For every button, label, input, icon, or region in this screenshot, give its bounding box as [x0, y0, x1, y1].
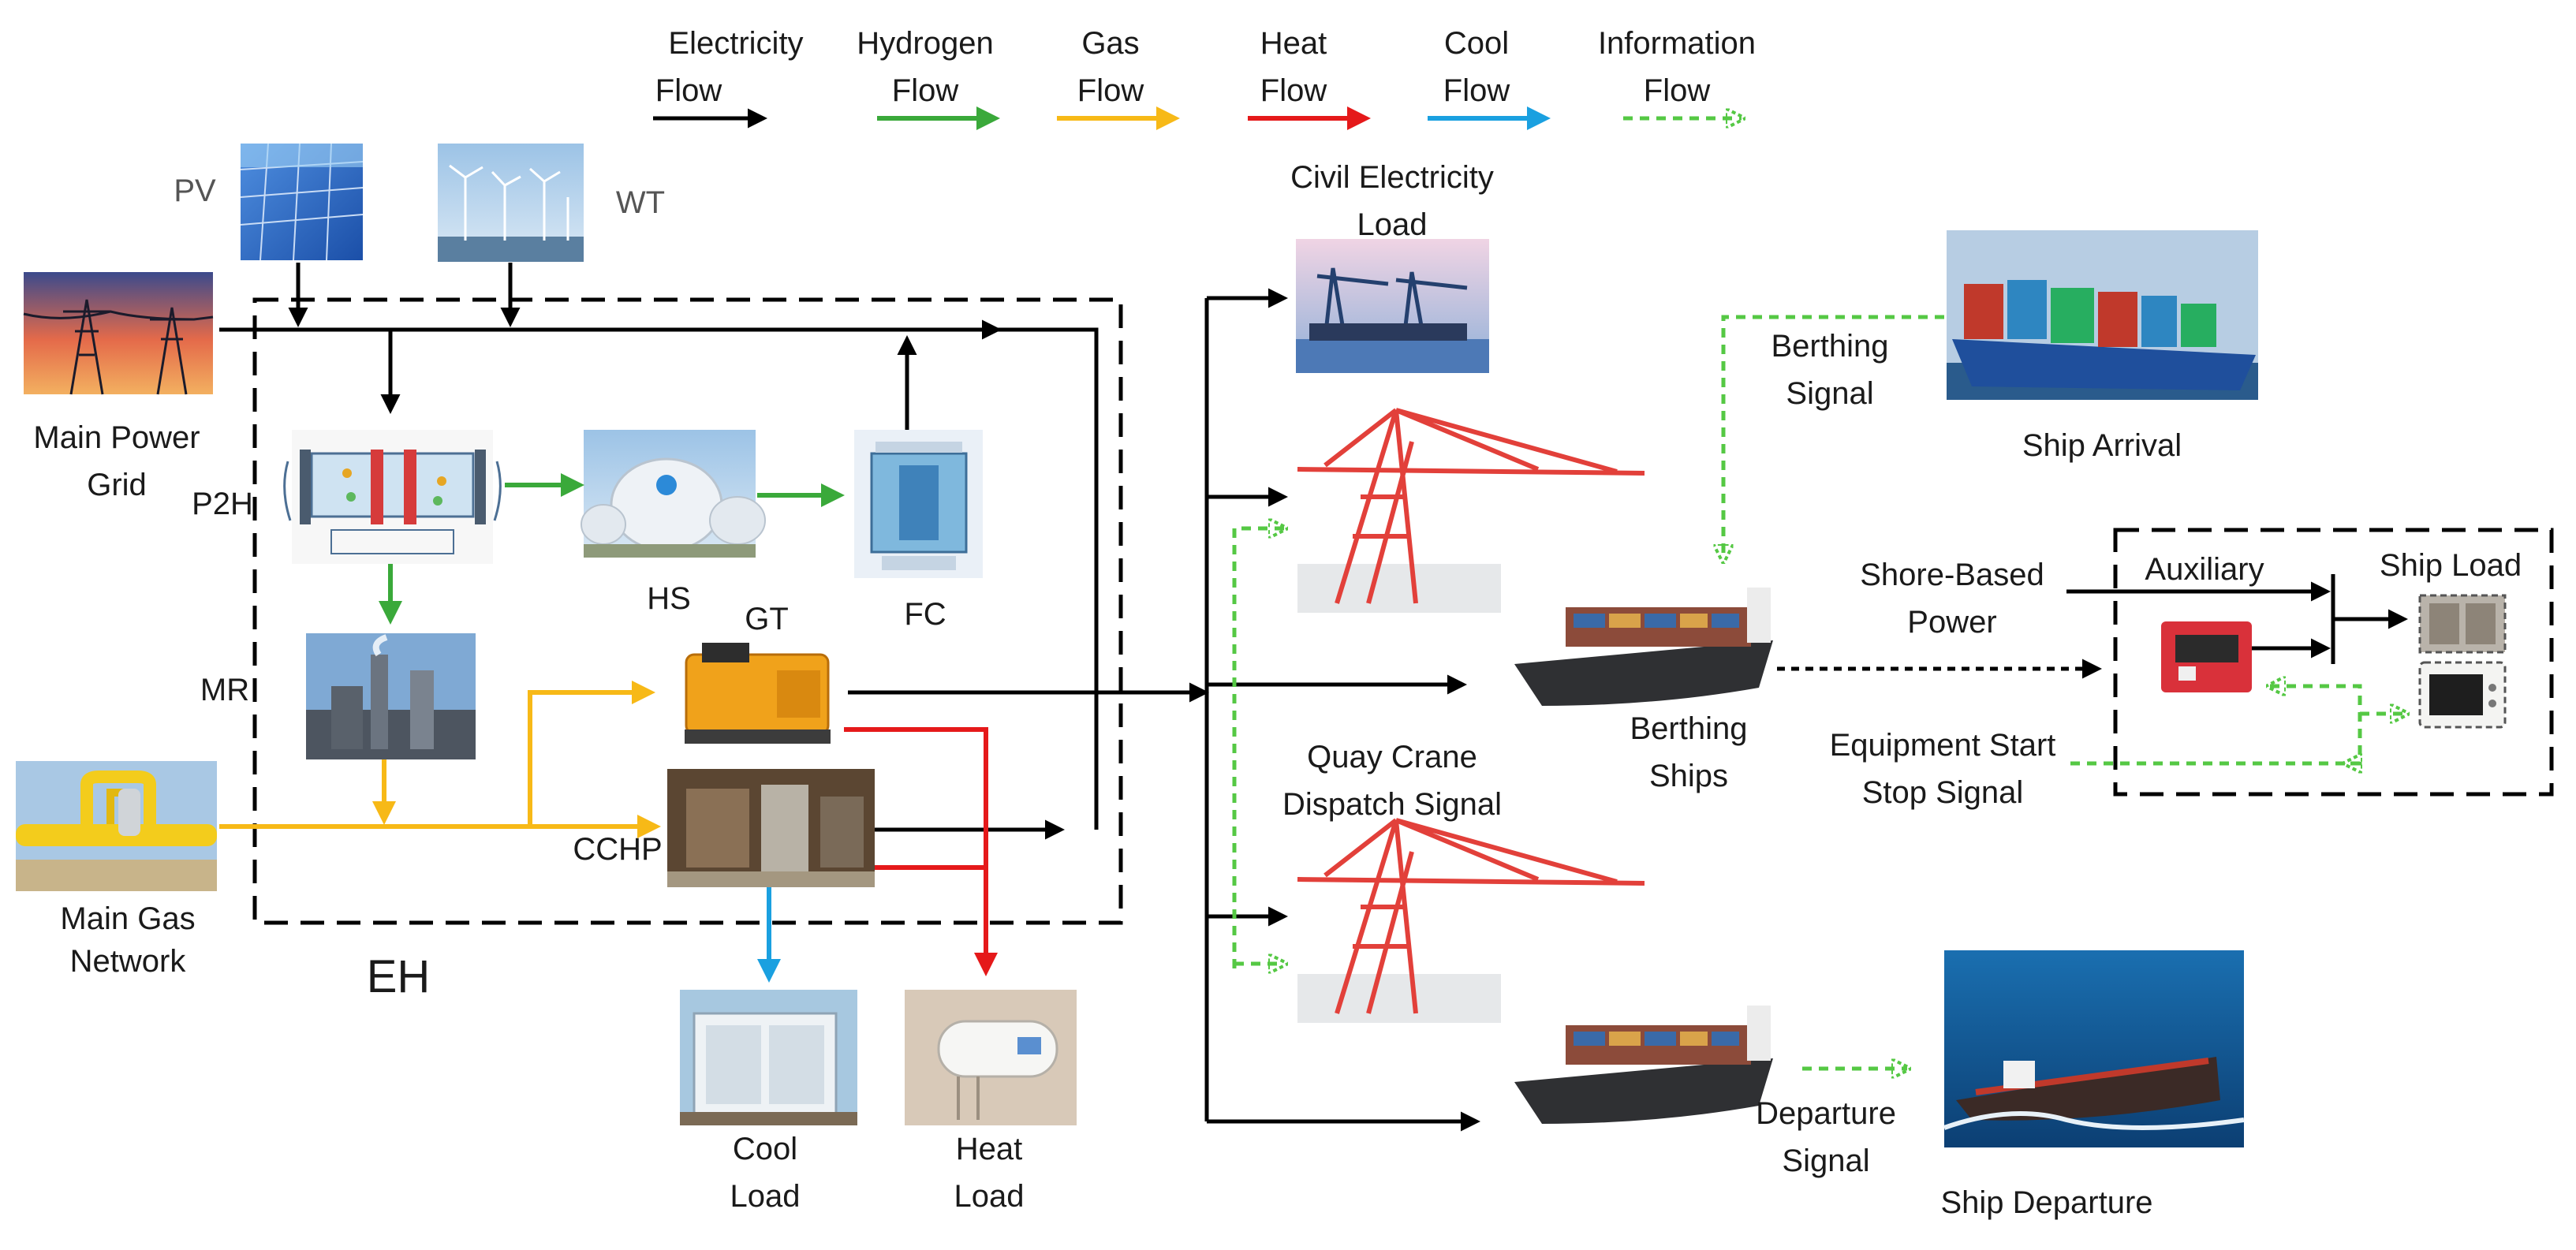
legend: Electricity Flow Hydrogen Flow Gas Flow … — [653, 26, 1756, 118]
main-power-grid-label-1: Main Power — [33, 420, 200, 455]
ship-load-label: Ship Load — [2380, 548, 2522, 583]
ship-arrival-label: Ship Arrival — [2022, 428, 2182, 463]
legend-cool-label-2: Flow — [1443, 73, 1510, 108]
eh-boundary-box — [252, 297, 1123, 925]
information-flows — [1232, 315, 2406, 1069]
auxiliary-unit-image — [2161, 621, 2252, 692]
departure-signal-label-1: Departure — [1756, 1096, 1896, 1131]
mr-label: MR — [200, 673, 249, 707]
equipment-start-stop-signal-label-1: Equipment Start — [1830, 728, 2056, 763]
pv-label: PV — [174, 174, 216, 208]
heat-flows — [844, 727, 998, 976]
auxiliary-label: Auxiliary — [2145, 552, 2264, 587]
legend-heat-label-2: Flow — [1260, 73, 1327, 108]
berthing-ships-label-2: Ships — [1649, 759, 1728, 793]
berthing-ship-1-image — [1514, 588, 1773, 706]
quay-crane-2-image — [1297, 818, 1645, 1023]
cchp-unit-image — [667, 769, 875, 887]
fc-fuel-cell-image — [854, 430, 983, 578]
legend-electricity-label-2: Flow — [655, 73, 722, 108]
main-power-grid-image — [23, 272, 214, 395]
mr-methanation-reactor-image — [306, 633, 476, 759]
berthing-ship-2-image — [1514, 1006, 1773, 1124]
ship-arrival-image — [1947, 230, 2258, 400]
microwave-image — [2418, 661, 2507, 729]
electricity-flows — [219, 263, 2408, 1132]
wind-turbine-image — [438, 144, 584, 262]
legend-gas-label-2: Flow — [1077, 73, 1144, 108]
quay-crane-dispatch-signal-label-1: Quay Crane — [1307, 740, 1477, 774]
hs-label: HS — [647, 581, 691, 616]
quay-crane-1-image — [1297, 408, 1645, 613]
berthing-signal-label-2: Signal — [1786, 376, 1873, 411]
cool-load-image — [680, 990, 857, 1125]
cool-load-label-2: Load — [730, 1179, 801, 1214]
legend-gas-label-1: Gas — [1081, 26, 1139, 61]
legend-information-label-1: Information — [1598, 26, 1756, 61]
ship-departure-image — [1943, 950, 2245, 1147]
legend-electricity-label-1: Electricity — [668, 26, 803, 61]
legend-hydrogen-label-1: Hydrogen — [857, 26, 993, 61]
shore-based-power-label-1: Shore-Based — [1860, 558, 2044, 592]
main-power-bus-line — [219, 327, 1099, 830]
civil-electricity-load-label-2: Load — [1357, 207, 1428, 242]
main-gas-network-label-2: Network — [70, 944, 187, 979]
heat-load-label-1: Heat — [956, 1132, 1023, 1166]
legend-heat-label-1: Heat — [1260, 26, 1327, 61]
heat-load-label-2: Load — [954, 1179, 1025, 1214]
gt-gas-turbine-image — [677, 643, 838, 749]
hydrogen-flows — [379, 473, 845, 625]
legend-hydrogen-label-2: Flow — [892, 73, 959, 108]
pv-panel-image — [240, 143, 364, 261]
berthing-signal-label-1: Berthing — [1771, 329, 1889, 364]
legend-information-label-2: Flow — [1644, 73, 1711, 108]
main-gas-network-label-1: Main Gas — [60, 901, 195, 936]
gas-flows — [219, 681, 661, 838]
ship-load-container-image — [2418, 594, 2507, 654]
shore-based-power-label-2: Power — [1907, 605, 1996, 640]
gt-heat-to-heat-load-arrow — [844, 727, 998, 976]
cool-load-label-1: Cool — [733, 1132, 797, 1166]
departure-signal-label-2: Signal — [1782, 1144, 1869, 1178]
civil-electricity-load-label-1: Civil Electricity — [1290, 160, 1494, 195]
quay-crane-1-signal-arrow — [1232, 528, 1284, 968]
civil-electricity-load-image — [1296, 239, 1489, 373]
berthing-ships-label-1: Berthing — [1630, 711, 1748, 746]
cchp-label: CCHP — [573, 832, 662, 867]
hs-hydrogen-storage-image — [581, 430, 766, 558]
heat-load-image — [905, 990, 1077, 1125]
gas-to-gt-arrow — [219, 681, 655, 829]
berthing-signal-arrow — [1723, 315, 1944, 560]
ship-load-boundary-box — [2113, 528, 2554, 797]
gt-label: GT — [745, 602, 789, 636]
quay-crane-dispatch-signal-label-2: Dispatch Signal — [1282, 787, 1502, 822]
p2h-label: P2H — [192, 487, 253, 521]
main-power-grid-label-2: Grid — [87, 468, 147, 502]
p2h-electrolyzer-image — [283, 430, 502, 564]
fc-label: FC — [904, 597, 946, 632]
main-gas-network-image — [16, 761, 217, 891]
legend-cool-label-1: Cool — [1444, 26, 1509, 61]
ship-departure-label: Ship Departure — [1940, 1185, 2152, 1220]
equipment-start-stop-signal-label-2: Stop Signal — [1862, 775, 2024, 810]
wt-label: WT — [616, 185, 665, 220]
eh-label: EH — [367, 951, 431, 1002]
